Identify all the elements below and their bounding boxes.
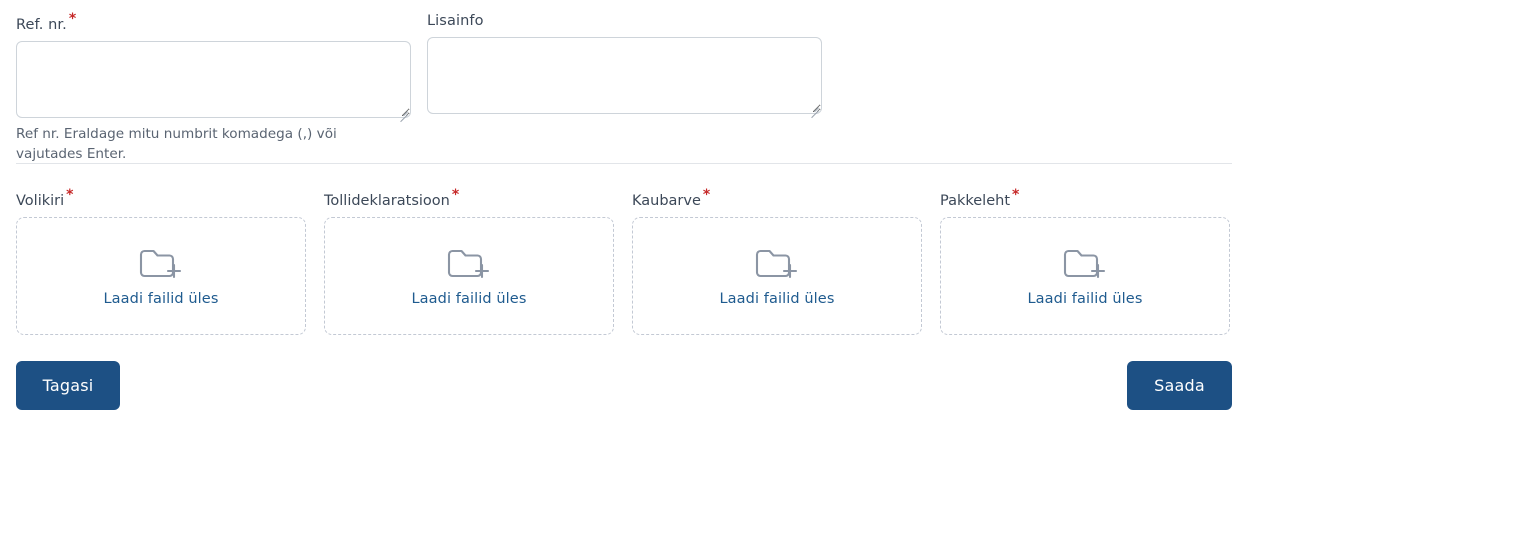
required-asterisk: * (702, 187, 711, 203)
lisainfo-label-text: Lisainfo (427, 13, 484, 29)
dropzone-kaubarve[interactable]: Laadi failid üles (632, 216, 922, 335)
folder-plus-icon (1063, 250, 1106, 279)
upload-label-pakkeleht: Pakkeleht* (940, 188, 1230, 210)
ref-nr-label: Ref. nr.* (16, 12, 411, 34)
ref-nr-helper-text: Ref nr. Eraldage mitu numbrit komadega (… (16, 126, 337, 162)
ref-nr-label-text: Ref. nr. (16, 16, 67, 33)
ref-nr-input-wrap (16, 40, 411, 122)
section-divider (16, 163, 1232, 164)
ref-nr-input[interactable] (16, 40, 411, 118)
field-ref-nr: Ref. nr.* (16, 12, 411, 122)
upload-col-tollideklaratsioon: Tollideklaratsioon* Laadi failid üles (324, 188, 614, 335)
upload-label-text: Pakkeleht (940, 192, 1011, 209)
lisainfo-input-wrap (427, 37, 822, 119)
field-lisainfo: Lisainfo (427, 12, 822, 119)
required-asterisk: * (68, 11, 77, 27)
upload-label-text: Kaubarve (632, 192, 701, 209)
upload-link-label[interactable]: Laadi failid üles (1027, 291, 1143, 308)
upload-link-label[interactable]: Laadi failid üles (411, 291, 527, 308)
lisainfo-label: Lisainfo (427, 12, 822, 30)
back-button[interactable]: Tagasi (16, 361, 120, 410)
folder-plus-icon (447, 250, 490, 279)
folder-plus-icon (139, 250, 182, 279)
required-asterisk: * (66, 187, 74, 203)
required-asterisk: * (1012, 187, 1020, 203)
upload-col-kaubarve: Kaubarve* Laadi failid üles (632, 188, 922, 335)
upload-link-label[interactable]: Laadi failid üles (103, 291, 219, 308)
upload-label-tollideklaratsioon: Tollideklaratsioon* (324, 188, 614, 210)
dropzone-pakkeleht[interactable]: Laadi failid üles (940, 216, 1230, 335)
upload-label-kaubarve: Kaubarve* (632, 188, 922, 210)
dropzone-tollideklaratsioon[interactable]: Laadi failid üles (324, 216, 614, 335)
upload-col-pakkeleht: Pakkeleht* Laadi failid üles (940, 188, 1230, 335)
upload-col-volikiri: Volikiri* Laadi failid üles (16, 188, 306, 335)
folder-plus-icon (755, 250, 798, 279)
upload-zones-row: Volikiri* Laadi failid üles Tollideklara… (16, 188, 1230, 335)
upload-label-text: Tollideklaratsioon (324, 192, 450, 209)
submit-button[interactable]: Saada (1127, 361, 1232, 410)
upload-label-text: Volikiri (16, 192, 65, 209)
upload-label-volikiri: Volikiri* (16, 188, 306, 210)
required-asterisk: * (451, 187, 460, 203)
lisainfo-input[interactable] (427, 37, 822, 114)
upload-link-label[interactable]: Laadi failid üles (719, 291, 835, 308)
dropzone-volikiri[interactable]: Laadi failid üles (16, 216, 306, 335)
text-fields-row: Ref. nr.* Lisainfo (16, 12, 822, 122)
